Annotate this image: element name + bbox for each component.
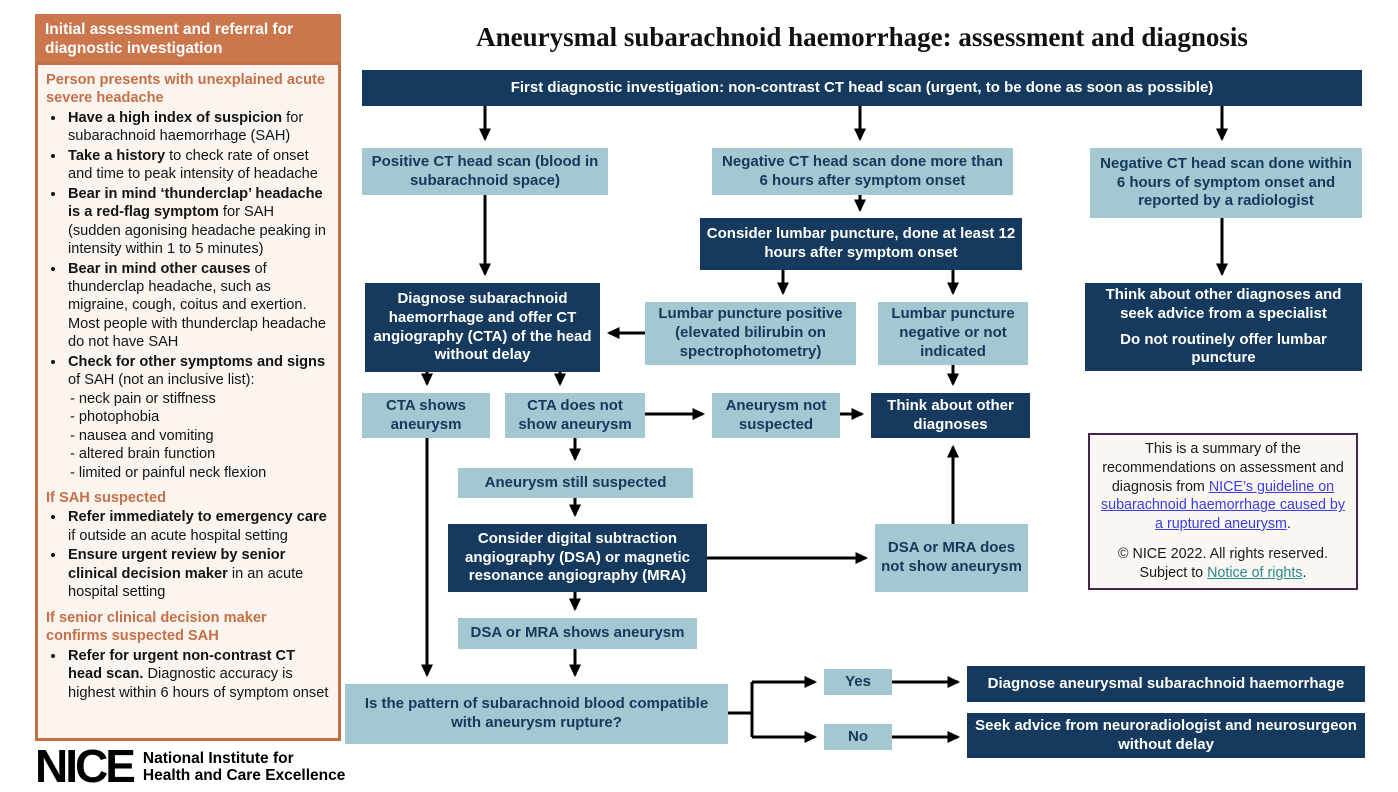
node-cta-not-show-aneurysm: CTA does not show aneurysm bbox=[505, 393, 645, 438]
node-label: Diagnose subarachnoid haemorrhage and of… bbox=[373, 290, 592, 364]
node-label: Think about other diagnoses bbox=[887, 396, 1014, 433]
sidebar-bullet-list: Refer for urgent non-contrast CT head sc… bbox=[46, 647, 330, 702]
guideline-link[interactable]: NICE’s guideline on subarachnoid haemorr… bbox=[1100, 478, 1345, 532]
node-no: No bbox=[824, 724, 892, 750]
sidebar-sub-item: - nausea and vomiting bbox=[70, 427, 214, 444]
sidebar-bullet: Refer immediately to emergency care if o… bbox=[66, 508, 330, 545]
node-question-pattern: Is the pattern of subarachnoid blood com… bbox=[345, 684, 728, 744]
sidebar-section-heading: If senior clinical decision maker confir… bbox=[46, 609, 267, 645]
node-label: Seek advice from neuroradiologist and ne… bbox=[975, 716, 1357, 753]
sidebar-bullet: Have a high index of suspicion for subar… bbox=[66, 109, 330, 146]
sidebar-sub-item: - photophobia bbox=[70, 409, 160, 426]
node-diagnose-sah: Diagnose subarachnoid haemorrhage and of… bbox=[365, 283, 600, 372]
page-title: Aneurysmal subarachnoid haemorrhage: ass… bbox=[476, 22, 1248, 52]
node-label: Lumbar puncture negative or not indicate… bbox=[891, 305, 1015, 360]
node-first-investigation: First diagnostic investigation: non-cont… bbox=[362, 70, 1362, 106]
sidebar-body: Person presents with unexplained acute s… bbox=[35, 62, 341, 741]
sidebar-sub-item: - altered brain function bbox=[70, 446, 216, 463]
node-label: Negative CT head scan done more than 6 h… bbox=[722, 152, 1003, 189]
node-label: Yes bbox=[845, 672, 871, 690]
node-label: DSA or MRA does not show aneurysm bbox=[881, 539, 1022, 575]
node-lp-positive: Lumbar puncture positive (elevated bilir… bbox=[645, 302, 856, 365]
node-diagnose-aneurysmal-sah: Diagnose aneurysmal subarachnoid haemorr… bbox=[967, 666, 1365, 702]
summary-text-suffix: . bbox=[1286, 515, 1291, 532]
node-positive-ct: Positive CT head scan (blood in subarach… bbox=[362, 148, 608, 195]
node-label: CTA does not show aneurysm bbox=[518, 396, 632, 433]
sidebar-bullet: Check for other symptoms and signs of SA… bbox=[66, 353, 330, 482]
node-label: Positive CT head scan (blood in subarach… bbox=[371, 152, 599, 189]
sidebar-bullet-list: Refer immediately to emergency care if o… bbox=[46, 508, 330, 601]
node-negative-ct-more-6h: Negative CT head scan done more than 6 h… bbox=[712, 148, 1013, 195]
node-seek-advice: Seek advice from neuroradiologist and ne… bbox=[967, 713, 1365, 758]
node-label: Consider lumbar puncture, done at least … bbox=[706, 225, 1016, 261]
sidebar-header: Initial assessment and referral for diag… bbox=[35, 14, 341, 67]
node-aneurysm-still-suspected: Aneurysm still suspected bbox=[458, 468, 693, 498]
sidebar-sub-item: - neck pain or stiffness bbox=[70, 390, 216, 407]
copyright-text: © NICE 2022. All rights reserved. Subjec… bbox=[1098, 545, 1348, 582]
node-negative-ct-within-6h: Negative CT head scan done within 6 hour… bbox=[1090, 148, 1362, 218]
sidebar-bullet-list: Have a high index of suspicion for subar… bbox=[46, 109, 330, 482]
copyright-lead: © NICE 2022. All rights reserved. Subjec… bbox=[1118, 546, 1328, 581]
nice-logo-tagline: National Institute for Health and Care E… bbox=[143, 750, 345, 784]
node-lp-negative: Lumbar puncture negative or not indicate… bbox=[878, 302, 1028, 365]
node-label: Do not routinely offer lumbar puncture bbox=[1120, 330, 1327, 367]
nice-logo-acronym: NICE bbox=[35, 740, 136, 792]
nice-logo-tagline-line1: National Institute for bbox=[142, 750, 294, 767]
node-label: Consider digital subtraction angiography… bbox=[464, 529, 691, 585]
summary-text: This is a summary of the recommendations… bbox=[1098, 440, 1348, 533]
notice-of-rights-link[interactable]: Notice of rights bbox=[1207, 564, 1303, 581]
node-think-other-specialist: Think about other diagnoses and seek adv… bbox=[1085, 283, 1362, 371]
nice-logo: NICE National Institute for Health and C… bbox=[35, 740, 345, 792]
sidebar-bullet: Bear in mind ‘thunderclap’ headache is a… bbox=[66, 185, 330, 259]
node-consider-lumbar-puncture: Consider lumbar puncture, done at least … bbox=[700, 218, 1022, 270]
node-dsa-mra-shows: DSA or MRA shows aneurysm bbox=[458, 618, 697, 649]
summary-info-box: This is a summary of the recommendations… bbox=[1088, 433, 1358, 590]
node-label: No bbox=[848, 727, 868, 745]
sidebar-bullet: Take a history to check rate of onset an… bbox=[66, 147, 330, 184]
node-label: DSA or MRA shows aneurysm bbox=[470, 624, 685, 642]
sidebar-bullet: Refer for urgent non-contrast CT head sc… bbox=[66, 647, 330, 702]
node-label: Aneurysm not suspected bbox=[725, 396, 827, 433]
node-label: Lumbar puncture positive (elevated bilir… bbox=[658, 305, 843, 360]
node-label: Diagnose aneurysmal subarachnoid haemorr… bbox=[987, 674, 1345, 692]
node-aneurysm-not-suspected: Aneurysm not suspected bbox=[712, 393, 840, 438]
node-yes: Yes bbox=[824, 669, 892, 695]
node-consider-dsa-mra: Consider digital subtraction angiography… bbox=[448, 524, 707, 592]
sidebar-section-heading: Person presents with unexplained acute s… bbox=[46, 72, 325, 107]
sidebar-bullet: Ensure urgent review by senior clinical … bbox=[66, 546, 330, 601]
node-label: Is the pattern of subarachnoid blood com… bbox=[364, 695, 709, 731]
node-label: CTA shows aneurysm bbox=[385, 396, 466, 433]
node-label: Think about other diagnoses and seek adv… bbox=[1105, 286, 1342, 322]
node-label: Negative CT head scan done within 6 hour… bbox=[1100, 154, 1352, 210]
sidebar-section-heading: If SAH suspected bbox=[46, 489, 167, 506]
node-cta-shows-aneurysm: CTA shows aneurysm bbox=[362, 393, 490, 438]
nice-logo-tagline-line2: Health and Care Excellence bbox=[142, 767, 346, 785]
node-label: Aneurysm still suspected bbox=[484, 473, 667, 491]
node-think-other-diagnoses: Think about other diagnoses bbox=[871, 393, 1030, 438]
node-label: First diagnostic investigation: non-cont… bbox=[510, 78, 1214, 96]
sidebar-bullet: Bear in mind other causes of thunderclap… bbox=[66, 260, 330, 352]
sidebar-sub-item: - limited or painful neck flexion bbox=[70, 464, 267, 481]
node-dsa-mra-not-show: DSA or MRA does not show aneurysm bbox=[875, 524, 1028, 592]
summary-text-lead: This is a summary of the recommendations… bbox=[1102, 441, 1344, 495]
copyright-suffix: . bbox=[1302, 564, 1307, 581]
